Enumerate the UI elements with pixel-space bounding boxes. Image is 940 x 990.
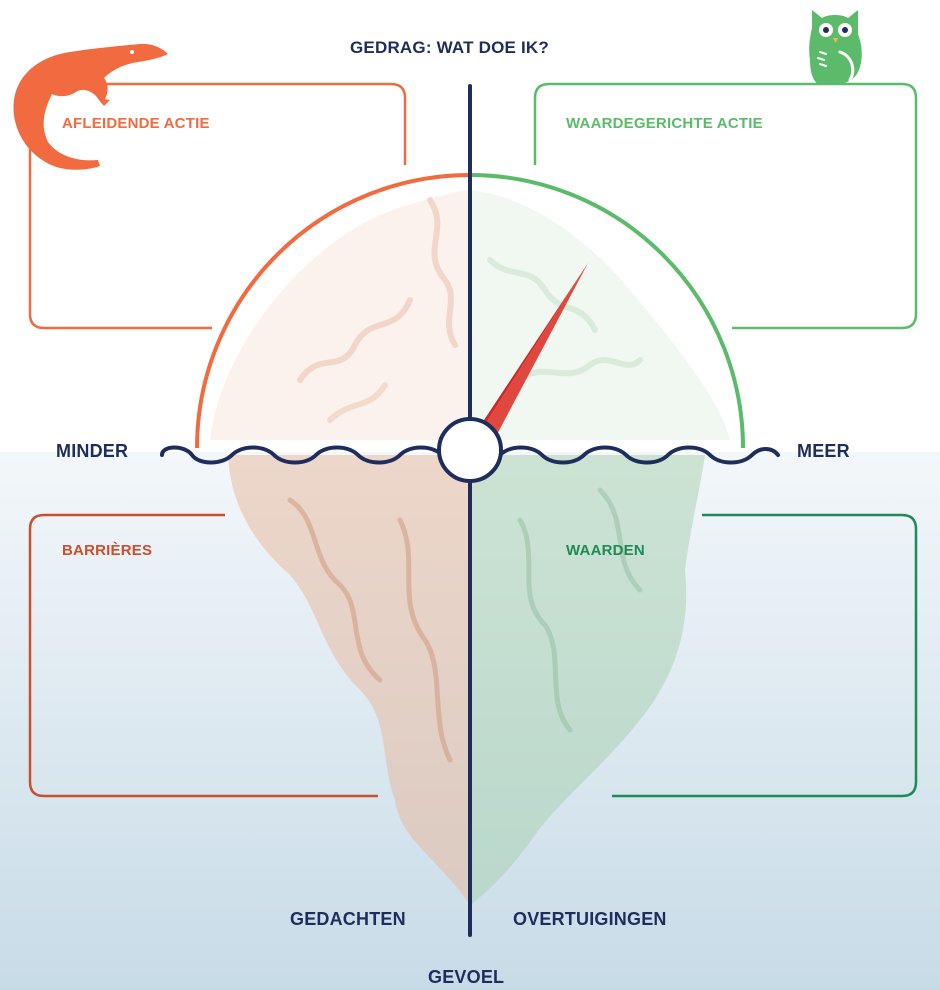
brain-icon bbox=[210, 190, 730, 440]
box-title-values: WAARDEN bbox=[566, 542, 645, 559]
gauge-arc-left bbox=[195, 173, 471, 449]
gauge-needle bbox=[470, 263, 588, 448]
gauge-arc-right bbox=[469, 173, 745, 449]
box-outline-bottom-left bbox=[28, 513, 378, 798]
box-outline-top-right bbox=[533, 82, 918, 330]
box-title-value-directed-action: WAARDEGERICHTE ACTIE bbox=[566, 115, 763, 132]
box-title-barriers: BARRIÈRES bbox=[62, 542, 153, 559]
center-pivot-circle bbox=[437, 417, 503, 483]
water-line bbox=[160, 445, 780, 465]
crocodile-icon bbox=[13, 43, 168, 170]
label-top-behaviour: GEDRAG: WAT DOE IK? bbox=[350, 38, 549, 57]
label-bottom-feeling: GEVOEL bbox=[428, 967, 505, 987]
box-title-distracting-action: AFLEIDENDE ACTIE bbox=[62, 115, 210, 132]
label-left-less: MINDER bbox=[56, 441, 129, 461]
box-outline-bottom-right bbox=[612, 513, 918, 798]
label-bottom-beliefs: OVERTUIGINGEN bbox=[513, 909, 667, 929]
owl-icon bbox=[809, 10, 862, 84]
label-bottom-thoughts: GEDACHTEN bbox=[290, 909, 406, 929]
label-right-more: MEER bbox=[797, 441, 850, 461]
brain-underwater-shape bbox=[228, 455, 705, 905]
